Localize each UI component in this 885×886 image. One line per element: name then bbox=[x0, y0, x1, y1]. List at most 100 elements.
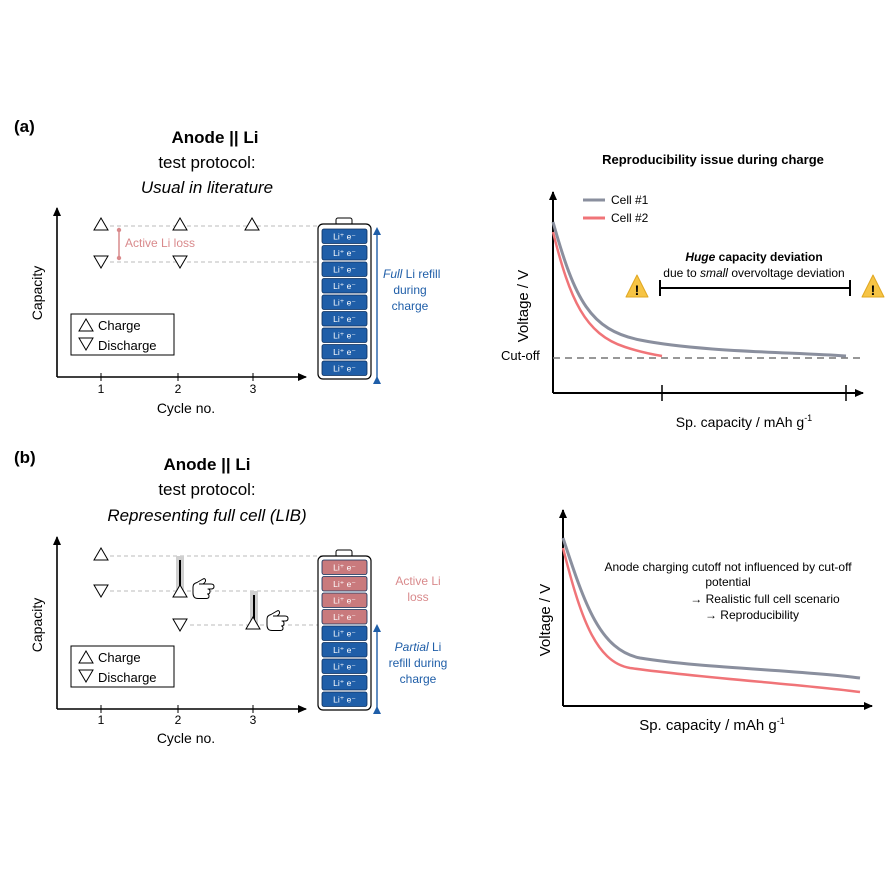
panel-a-battery-cell-label: Li⁺ e⁻ bbox=[333, 331, 356, 341]
panel-a-battery-cell bbox=[321, 261, 368, 277]
panel-a-battery-cell bbox=[321, 327, 368, 343]
panel-a-battery-cells: Li⁺ e⁻ Li⁺ e⁻ Li⁺ e⁻ Li⁺ e⁻ Li⁺ e⁻ Li⁺ e⁻ Li⁺ … bbox=[321, 228, 368, 376]
panel-a-legend-cell1-label: Cell #1 bbox=[611, 193, 649, 207]
panel-a-legend-discharge-icon bbox=[78, 337, 94, 351]
panel-a-battery-cell bbox=[321, 311, 368, 327]
panel-b-battery-cell-label: Li⁺ e⁻ bbox=[333, 629, 356, 639]
panel-a-refill-line2: during bbox=[393, 283, 426, 297]
panel-b-battery-cell bbox=[321, 576, 368, 592]
panel-b-loss-line2: loss bbox=[407, 590, 428, 604]
warning-icon: ! bbox=[861, 274, 885, 298]
panel-b-label: (b) bbox=[14, 448, 36, 467]
panel-a-battery-cell bbox=[321, 245, 368, 261]
panel-b-discharge-marker-1 bbox=[93, 584, 109, 598]
panel-b-battery-cell-label: Li⁺ e⁻ bbox=[333, 678, 356, 688]
panel-a-battery-cell bbox=[321, 344, 368, 360]
panel-b-charge-marker-3 bbox=[245, 616, 261, 630]
panel-b-battery-cell bbox=[321, 625, 368, 641]
panel-a-battery-cell-label: Li⁺ e⁻ bbox=[333, 314, 356, 324]
panel-b-battery-cell bbox=[321, 559, 368, 575]
svg-text:!: ! bbox=[871, 282, 876, 298]
panel-b-legend-charge-label: Charge bbox=[98, 650, 141, 665]
panel-b-charge-marker-1 bbox=[93, 547, 109, 561]
panel-a-legend-charge-icon bbox=[78, 318, 94, 332]
panel-a-battery-cell-label: Li⁺ e⁻ bbox=[333, 232, 356, 242]
panel-a-cutoff-label: Cut-off bbox=[501, 348, 540, 363]
panel-b-battery-cells: Li⁺ e⁻ Li⁺ e⁻ Li⁺ e⁻ Li⁺ e⁻ Li⁺ e⁻ Li⁺ e⁻ Li⁺ … bbox=[321, 559, 368, 707]
panel-a-series-cell1 bbox=[551, 221, 847, 358]
panel-a-chart-x-label: Sp. capacity / mAh g-1 bbox=[676, 413, 812, 430]
panel-a-charge-marker-1 bbox=[93, 217, 109, 231]
panel-a-deviation-line2: due to small overvoltage deviation bbox=[663, 266, 844, 280]
panel-a-tick-label-3: 3 bbox=[250, 382, 257, 396]
panel-b-series-cell2 bbox=[561, 547, 861, 694]
panel-a: (a) Anode || Li test protocol: Usual in … bbox=[14, 117, 885, 430]
panel-b-loss-line1: Active Li bbox=[395, 574, 440, 588]
panel-b-battery-cell bbox=[321, 691, 368, 707]
panel-b-battery-cell-label: Li⁺ e⁻ bbox=[333, 596, 356, 606]
panel-a-tick-label-1: 1 bbox=[98, 382, 105, 396]
panel-a-battery-cell-label: Li⁺ e⁻ bbox=[333, 364, 356, 374]
panel-b-x-axis-label: Cycle no. bbox=[157, 730, 215, 746]
panel-a-title-bold: Anode || Li bbox=[172, 128, 259, 147]
panel-b-note-line3: → Realistic full cell scenario bbox=[690, 592, 840, 606]
panel-b-legend-discharge-label: Discharge bbox=[98, 670, 157, 685]
hand-pointer-icon bbox=[266, 610, 289, 631]
panel-b-legend-box bbox=[70, 645, 175, 688]
panel-b-refill-line2: refill during bbox=[389, 656, 448, 670]
panel-b-y-axis-label: Capacity bbox=[29, 598, 45, 652]
panel-b-tick-label-3: 3 bbox=[250, 713, 257, 727]
panel-b-battery-cell bbox=[321, 675, 368, 691]
panel-a-chart-title: Reproducibility issue during charge bbox=[602, 152, 824, 167]
panel-a-chart-y-label: Voltage / V bbox=[515, 270, 532, 343]
panel-b: (b) Anode || Li test protocol: Represent… bbox=[14, 448, 873, 746]
panel-a-refill-line1: Full Li refill bbox=[383, 267, 440, 281]
panel-a-title-line3: Usual in literature bbox=[141, 178, 273, 197]
panel-a-series-cell2 bbox=[551, 231, 663, 358]
panel-a-battery-cell bbox=[321, 294, 368, 310]
hand-pointer-icon bbox=[192, 578, 215, 599]
panel-b-charge-marker-2 bbox=[172, 584, 188, 598]
panel-b-battery-cell-label: Li⁺ e⁻ bbox=[333, 695, 356, 705]
panel-a-charge-marker-2 bbox=[172, 217, 188, 231]
panel-b-battery-cell bbox=[321, 592, 368, 608]
panel-a-tick-label-2: 2 bbox=[175, 382, 182, 396]
panel-b-battery-cell-label: Li⁺ e⁻ bbox=[333, 612, 356, 622]
panel-a-legend-box bbox=[70, 313, 175, 356]
panel-b-note-line2: potential bbox=[705, 575, 750, 589]
panel-a-y-axis-label: Capacity bbox=[29, 266, 45, 320]
panel-a-label: (a) bbox=[14, 117, 35, 136]
panel-a-battery-cell bbox=[321, 228, 368, 244]
panel-b-title-line2: test protocol: bbox=[158, 480, 255, 499]
svg-text:!: ! bbox=[635, 282, 640, 298]
panel-b-battery-cell-label: Li⁺ e⁻ bbox=[333, 662, 356, 672]
panel-a-loss-label: Active Li loss bbox=[125, 236, 195, 250]
panel-a-legend-discharge-label: Discharge bbox=[98, 338, 157, 353]
panel-a-battery-cell bbox=[321, 278, 368, 294]
panel-a-title-line2: test protocol: bbox=[158, 153, 255, 172]
panel-b-battery-cell-label: Li⁺ e⁻ bbox=[333, 563, 356, 573]
panel-b-series-cell1 bbox=[561, 537, 861, 680]
panel-a-battery-cell-label: Li⁺ e⁻ bbox=[333, 347, 356, 357]
panel-b-chart-x-label: Sp. capacity / mAh g-1 bbox=[639, 716, 785, 734]
panel-b-tick-label-1: 1 bbox=[98, 713, 105, 727]
panel-b-chart-y-label: Voltage / V bbox=[537, 584, 554, 657]
panel-a-battery-cell-label: Li⁺ e⁻ bbox=[333, 298, 356, 308]
panel-a-discharge-marker-1 bbox=[93, 255, 109, 269]
panel-b-note-line1: Anode charging cutoff not influenced by … bbox=[604, 560, 852, 574]
panel-a-legend-charge-label: Charge bbox=[98, 318, 141, 333]
panel-a-charge-marker-3 bbox=[244, 217, 260, 231]
panel-a-battery-cell bbox=[321, 360, 368, 376]
panel-b-discharge-marker-2 bbox=[172, 618, 188, 632]
panel-b-battery-cell bbox=[321, 609, 368, 625]
warning-icon: ! bbox=[625, 274, 649, 298]
panel-a-battery-cell-label: Li⁺ e⁻ bbox=[333, 281, 356, 291]
panel-b-battery-cell bbox=[321, 658, 368, 674]
panel-b-battery-cell bbox=[321, 642, 368, 658]
panel-a-refill-line3: charge bbox=[392, 299, 429, 313]
panel-a-battery-cell-label: Li⁺ e⁻ bbox=[333, 248, 356, 258]
panel-b-legend-discharge-icon bbox=[78, 669, 94, 683]
panel-a-legend-cell2-label: Cell #2 bbox=[611, 211, 649, 225]
panel-b-refill-line1: Partial Li bbox=[395, 640, 442, 654]
